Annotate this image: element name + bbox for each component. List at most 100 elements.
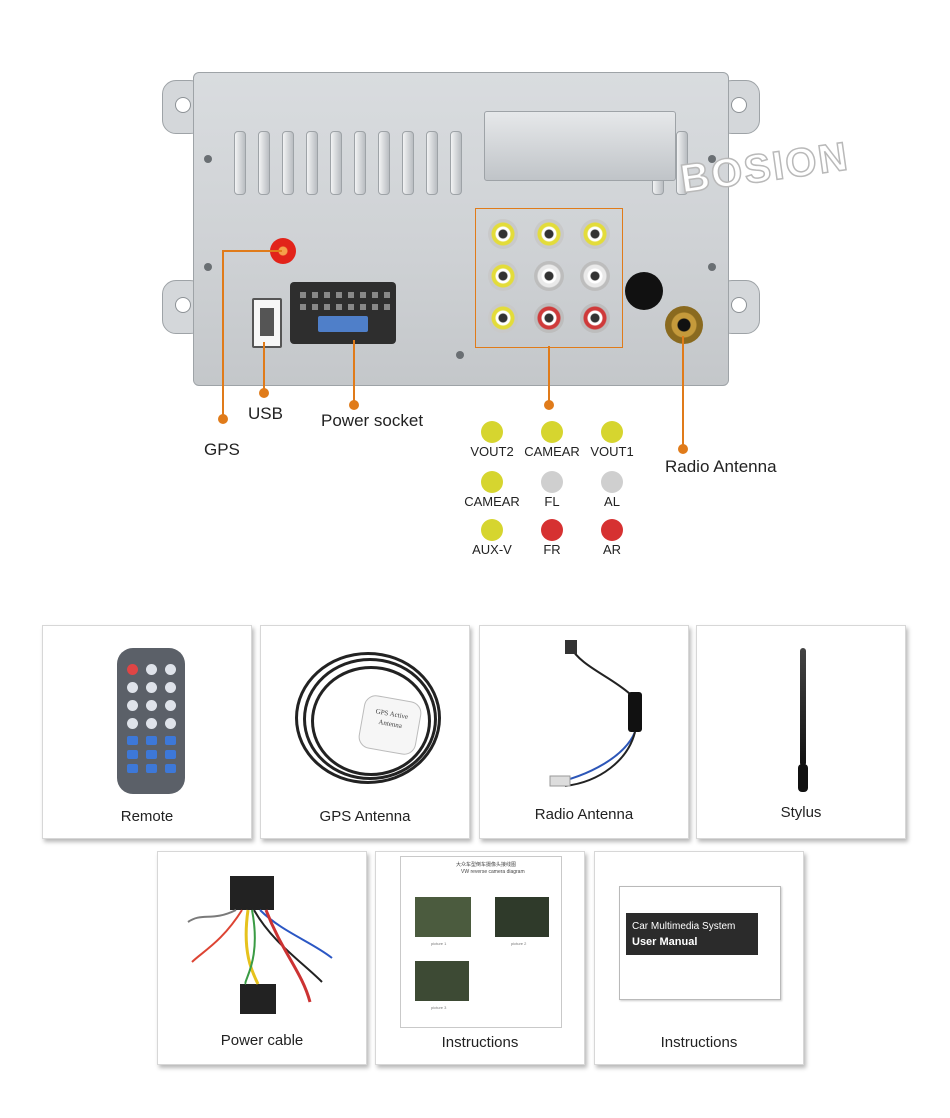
legend-label: AR bbox=[602, 542, 622, 557]
screw bbox=[708, 263, 716, 271]
panel-hole bbox=[625, 272, 663, 310]
radio-antenna-callout-dot bbox=[678, 444, 688, 454]
gps-callout-line bbox=[222, 250, 224, 418]
card-label: Instructions bbox=[660, 1034, 738, 1051]
manual-line2: User Manual bbox=[632, 936, 698, 948]
usb-label: USB bbox=[248, 404, 283, 423]
rca-callout-dot bbox=[544, 400, 554, 410]
screw bbox=[204, 155, 212, 163]
rca-jack bbox=[580, 261, 610, 291]
rca-callout-line bbox=[548, 346, 550, 404]
legend-label: FL bbox=[544, 494, 560, 509]
metal-case bbox=[193, 72, 729, 386]
rca-jack bbox=[534, 303, 564, 333]
vent-slot bbox=[354, 131, 366, 195]
vent-slot bbox=[676, 131, 688, 195]
gps-callout-line bbox=[222, 250, 282, 252]
instructions-sheet-image: 大众车型倒车摄像头接线图 VW reverse camera diagram p… bbox=[400, 856, 562, 1028]
screw bbox=[708, 155, 716, 163]
manual-line1: Car Multimedia System bbox=[632, 921, 736, 932]
radio-antenna-cable-image bbox=[549, 640, 642, 787]
legend-dot bbox=[541, 421, 563, 443]
vent-slot bbox=[450, 131, 462, 195]
vent-window bbox=[484, 111, 676, 181]
photo bbox=[495, 897, 549, 937]
accessory-card-remote: Remote bbox=[42, 625, 252, 839]
stylus-tip bbox=[798, 764, 808, 792]
legend-dot bbox=[541, 471, 563, 493]
vent-slot bbox=[234, 131, 246, 195]
legend-dot bbox=[601, 519, 623, 541]
cable-coil bbox=[311, 666, 431, 776]
card-label: Remote bbox=[120, 808, 174, 825]
legend-label: VOUT1 bbox=[590, 444, 634, 459]
photo bbox=[415, 897, 471, 937]
screw bbox=[204, 263, 212, 271]
radio-antenna-label: Radio Antenna bbox=[665, 457, 777, 476]
legend-dot bbox=[541, 519, 563, 541]
rca-connector-group bbox=[475, 208, 623, 348]
sheet-title-en: VW reverse camera diagram bbox=[461, 869, 525, 875]
vent-slot bbox=[306, 131, 318, 195]
rca-jack bbox=[488, 303, 518, 333]
vent-slot bbox=[402, 131, 414, 195]
usb-port bbox=[252, 298, 282, 348]
radio-antenna-callout-line bbox=[682, 336, 684, 448]
rca-jack bbox=[580, 303, 610, 333]
rca-jack bbox=[534, 261, 564, 291]
card-label: GPS Antenna bbox=[319, 808, 411, 825]
legend-label: AUX-V bbox=[472, 542, 512, 557]
legend-dot bbox=[481, 471, 503, 493]
card-label: Radio Antenna bbox=[534, 806, 634, 823]
cable-coil bbox=[303, 658, 437, 780]
cable-coil bbox=[295, 652, 441, 784]
head-unit-rear-panel bbox=[160, 60, 760, 390]
gps-label: GPS bbox=[204, 440, 240, 459]
caption: picture 2 bbox=[511, 941, 527, 946]
usb-callout-line bbox=[263, 342, 265, 392]
legend-label: VOUT2 bbox=[470, 444, 514, 459]
legend-label: AL bbox=[604, 494, 620, 509]
screw bbox=[456, 351, 464, 359]
photo bbox=[415, 961, 469, 1001]
card-label: Power cable bbox=[220, 1032, 304, 1049]
legend-dot bbox=[601, 421, 623, 443]
caption: picture 3 bbox=[431, 1005, 447, 1010]
power-socket-label: Power socket bbox=[321, 411, 424, 430]
rca-jack bbox=[580, 219, 610, 249]
usb-callout-dot bbox=[259, 388, 269, 398]
card-label: Instructions bbox=[441, 1034, 519, 1051]
sheet-title-cn: 大众车型倒车摄像头接线图 bbox=[456, 862, 517, 868]
power-cable-image bbox=[187, 876, 333, 1014]
power-socket-callout-dot bbox=[349, 400, 359, 410]
user-manual-image: Car Multimedia System User Manual bbox=[619, 886, 781, 1000]
accessory-card-user-manual: Car Multimedia System User Manual Instru… bbox=[594, 851, 804, 1065]
rca-jack bbox=[488, 261, 518, 291]
stylus-image bbox=[800, 648, 806, 766]
accessory-card-gps-antenna: GPS Active Antenna GPS Antenna bbox=[260, 625, 470, 839]
gps-callout-dot bbox=[218, 414, 228, 424]
accessory-card-radio-antenna: Radio Antenna bbox=[479, 625, 689, 839]
vent-slot bbox=[282, 131, 294, 195]
radio-antenna-connector bbox=[665, 306, 703, 344]
legend-label: FR bbox=[543, 542, 561, 557]
legend-label: CAMEAR bbox=[524, 444, 580, 459]
legend-label: CAMEAR bbox=[464, 494, 520, 509]
accessory-card-instructions-sheet: 大众车型倒车摄像头接线图 VW reverse camera diagram p… bbox=[375, 851, 585, 1065]
gps-antenna-module: GPS Active Antenna bbox=[356, 693, 424, 757]
power-socket-connector bbox=[290, 282, 396, 344]
vent-slot bbox=[426, 131, 438, 195]
rca-jack bbox=[488, 219, 518, 249]
accessory-card-stylus: Stylus bbox=[696, 625, 906, 839]
legend-dot bbox=[481, 519, 503, 541]
vent-slot bbox=[258, 131, 270, 195]
vent-slot bbox=[330, 131, 342, 195]
rca-jack bbox=[534, 219, 564, 249]
remote-control-image bbox=[117, 648, 185, 794]
accessory-card-power-cable: Power cable bbox=[157, 851, 367, 1065]
caption: picture 1 bbox=[431, 941, 447, 946]
card-label: Stylus bbox=[780, 804, 822, 821]
power-socket-callout-line bbox=[353, 340, 355, 404]
legend-dot bbox=[481, 421, 503, 443]
legend-dot bbox=[601, 471, 623, 493]
